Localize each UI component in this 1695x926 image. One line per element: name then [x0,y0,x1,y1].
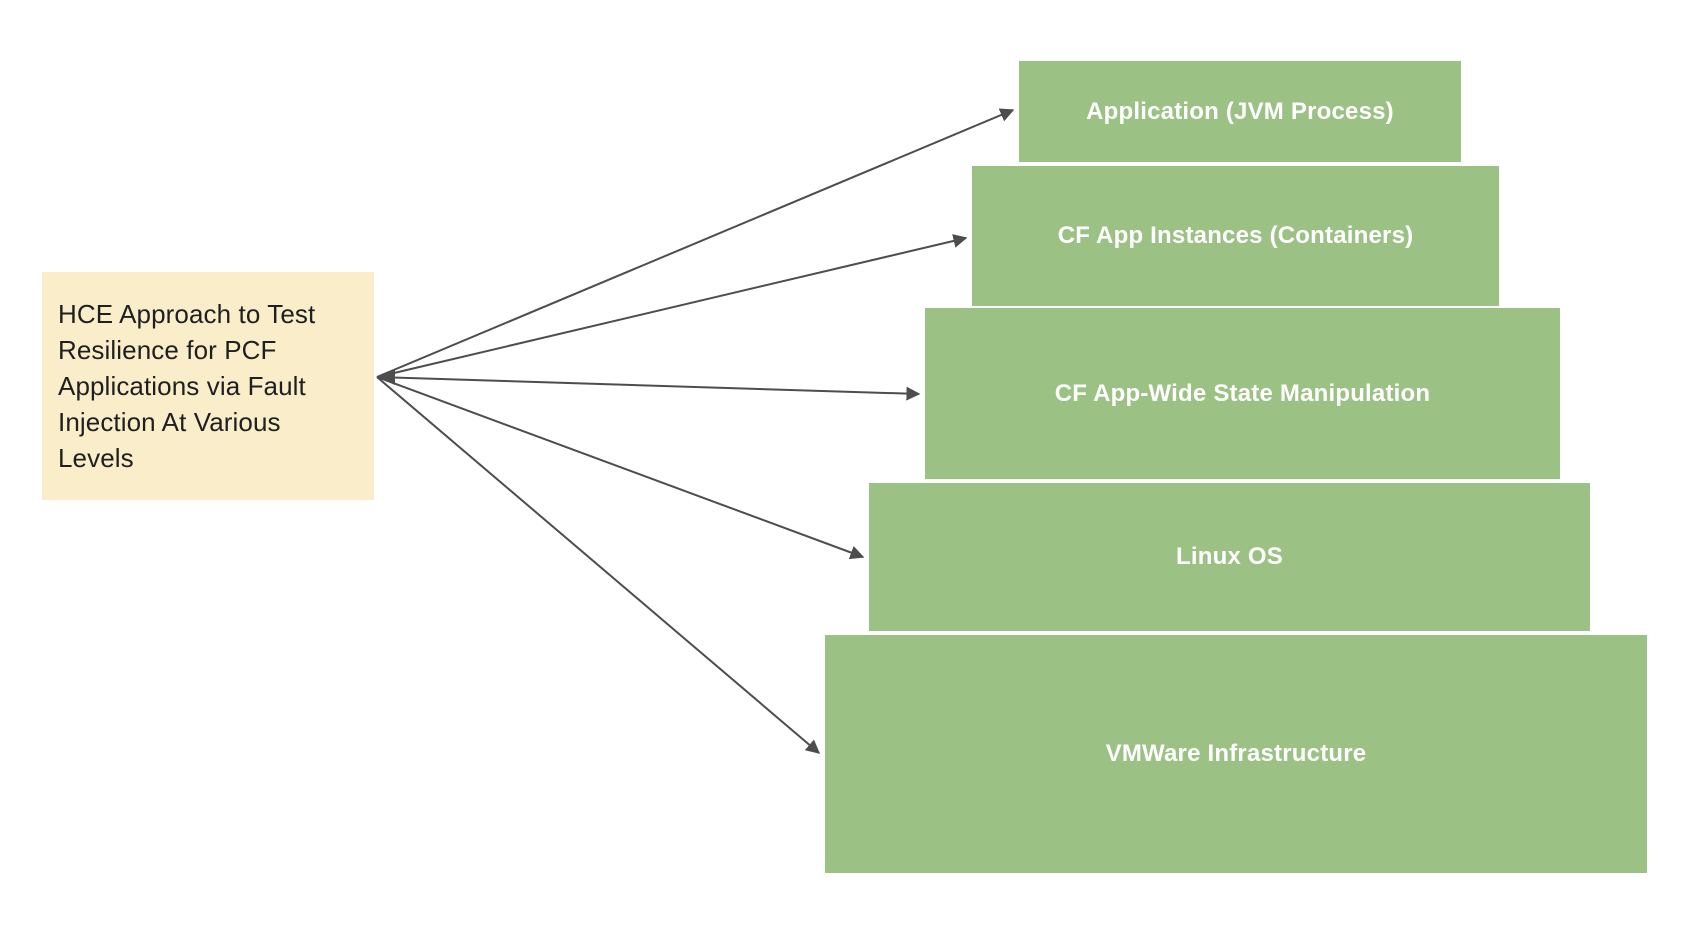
layer-label: CF App Instances (Containers) [1057,222,1414,249]
layer-label: Linux OS [1176,543,1283,570]
source-arrowhead-icon [377,369,395,385]
layer-box-cf-app-instances[interactable]: CF App Instances (Containers) [972,166,1499,306]
layer-box-vmware-infrastructure[interactable]: VMWare Infrastructure [825,635,1647,873]
connector-arrow [376,108,1015,378]
layer-box-application-jvm-process[interactable]: Application (JVM Process) [1019,61,1461,162]
layer-label: CF App-Wide State Manipulation [1054,379,1431,407]
connector-arrow [376,234,968,378]
layer-label: Application (JVM Process) [1086,97,1394,125]
layer-box-linux-os[interactable]: Linux OS [869,483,1590,631]
hce-approach-label: HCE Approach to Test Resilience for PCF … [42,272,374,500]
connector-arrow [376,376,821,754]
layer-box-cf-app-wide-state-manipulation[interactable]: CF App-Wide State Manipulation [925,308,1560,479]
hce-approach-label-text: HCE Approach to Test Resilience for PCF … [58,299,316,473]
layer-label: VMWare Infrastructure [1105,740,1367,767]
connector-arrow [376,376,921,401]
connector-arrow [376,376,865,560]
